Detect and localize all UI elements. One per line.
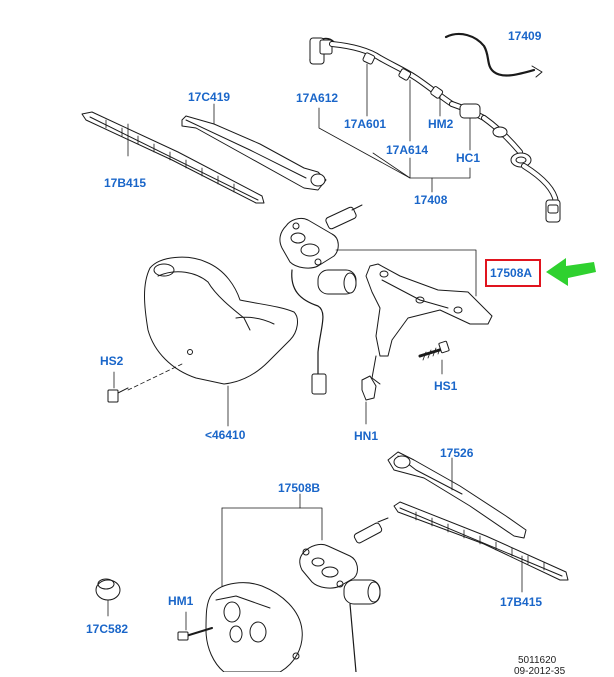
label-17508b[interactable]: 17508B [278,481,321,495]
wiper-blade-top [81,111,265,204]
label-17b415-bottom[interactable]: 17B415 [500,595,543,609]
label-hs2[interactable]: HS2 [100,354,124,368]
label-17408[interactable]: 17408 [414,193,448,207]
label-17508a[interactable]: 17508A [490,266,533,280]
reference-number: 5011620 [518,655,557,666]
label-17c419[interactable]: 17C419 [188,90,231,104]
label-17a601[interactable]: 17A601 [344,117,387,131]
label-17a614[interactable]: 17A614 [386,143,429,157]
hose-assembly-17408 [309,37,561,223]
wiper-blade-bottom [393,501,569,593]
label-hn1[interactable]: HN1 [354,429,379,443]
motor-cover-46410 [144,256,298,427]
motor-cover-bottom [205,582,303,672]
washer-hose-17409 [444,32,543,78]
grommet-17c582 [95,578,121,617]
highlight-box [485,259,541,287]
label-hm2[interactable]: HM2 [428,117,454,131]
bolt-hs1 [418,340,450,375]
wiper-motor-17508A [279,204,477,395]
pin-hm1 [177,611,213,641]
wiper-motor-17508B [221,493,389,672]
motor-bracket [365,263,493,385]
screw-hs2 [107,363,183,403]
wiper-arm-bottom [387,451,527,539]
label-hc1[interactable]: HC1 [456,151,481,165]
label-hs1[interactable]: HS1 [434,379,458,393]
leader-lines-hose [318,63,471,193]
label-46410[interactable]: <46410 [205,428,246,442]
label-17409[interactable]: 17409 [508,29,542,43]
label-17c582[interactable]: 17C582 [86,622,129,636]
highlight-arrow [546,258,596,286]
label-17526[interactable]: 17526 [440,446,474,460]
clip-hn1 [361,375,377,425]
label-17b415-top[interactable]: 17B415 [104,176,147,190]
label-17a612[interactable]: 17A612 [296,91,339,105]
wiper-arm-top [181,103,327,191]
label-hm1[interactable]: HM1 [168,594,194,608]
